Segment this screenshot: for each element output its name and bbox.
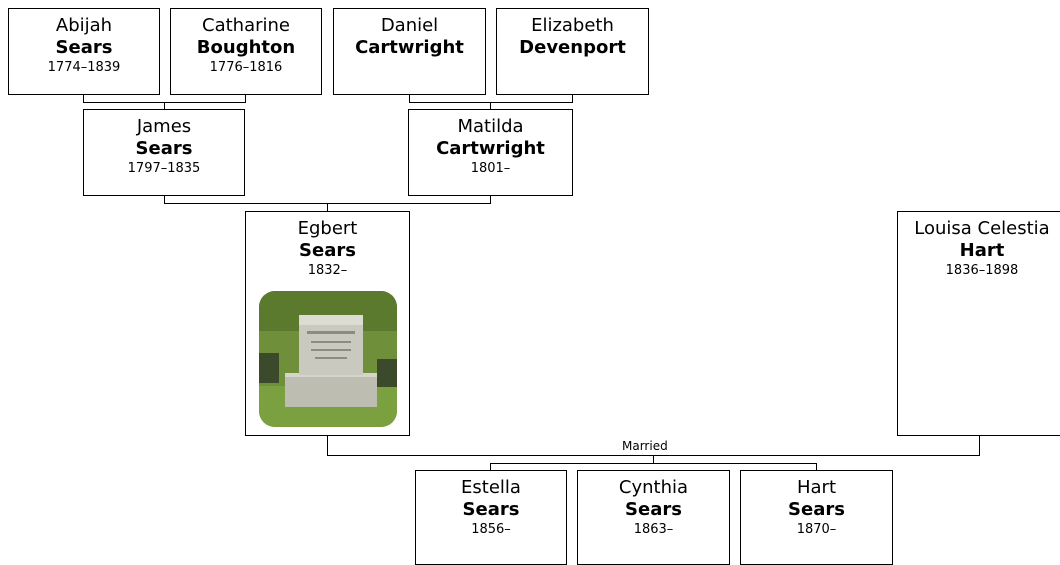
surname: Boughton [196, 37, 296, 58]
person-card-abijah[interactable]: Abijah Sears 1774–1839 [8, 8, 160, 95]
person-card-matilda[interactable]: Matilda Cartwright 1801– [408, 109, 573, 196]
given-name: James [136, 116, 192, 137]
life-dates: 1801– [470, 161, 511, 176]
given-name: Matilda [457, 116, 524, 137]
connector-line [653, 455, 654, 464]
life-dates: 1797–1835 [127, 161, 201, 176]
connector-line [490, 463, 817, 464]
surname: Sears [135, 138, 193, 159]
gravestone-photo[interactable] [259, 291, 397, 427]
surname: Sears [462, 499, 520, 520]
surname: Sears [625, 499, 682, 520]
connector-line [490, 463, 491, 471]
connector-line [327, 203, 328, 212]
life-dates: 1774–1839 [47, 60, 121, 75]
given-name: Egbert [297, 218, 358, 239]
connector-line [409, 102, 573, 103]
connector-line [490, 102, 491, 110]
marriage-label: Married [622, 439, 668, 453]
life-dates: 1776–1816 [209, 60, 283, 75]
surname: Devenport [519, 37, 626, 58]
surname: Sears [788, 499, 845, 520]
life-dates: 1863– [633, 522, 674, 537]
person-card-james[interactable]: James Sears 1797–1835 [83, 109, 245, 196]
person-card-catharine[interactable]: Catharine Boughton 1776–1816 [170, 8, 322, 95]
surname: Sears [299, 240, 356, 261]
connector-line [979, 435, 980, 455]
surname: Cartwright [355, 37, 464, 58]
given-name: Cynthia [618, 477, 689, 498]
life-dates: 1856– [471, 522, 511, 537]
given-name: Louisa Celestia [914, 218, 1050, 239]
gravestone-photo-image [259, 291, 397, 427]
person-card-hart[interactable]: Hart Sears 1870– [740, 470, 893, 565]
connector-line [816, 463, 817, 471]
connector-line [409, 94, 410, 102]
person-card-louisa[interactable]: Louisa Celestia Hart 1836–1898 [897, 211, 1060, 436]
connector-line [572, 94, 573, 102]
surname: Sears [55, 37, 113, 58]
life-dates: 1832– [307, 263, 348, 278]
person-card-cynthia[interactable]: Cynthia Sears 1863– [577, 470, 730, 565]
connector-line [327, 435, 328, 455]
connector-line [245, 94, 246, 102]
connector-line [490, 195, 491, 203]
surname: Hart [959, 240, 1005, 261]
given-name: Daniel [380, 15, 439, 36]
given-name: Abijah [55, 15, 113, 36]
connector-line [164, 102, 165, 110]
connector-line [83, 94, 84, 102]
given-name: Estella [461, 477, 521, 498]
given-name: Catharine [202, 15, 290, 36]
person-card-estella[interactable]: Estella Sears 1856– [415, 470, 567, 565]
given-name: Elizabeth [531, 15, 614, 36]
given-name: Hart [796, 477, 837, 498]
person-card-daniel[interactable]: Daniel Cartwright [333, 8, 486, 95]
person-card-elizabeth[interactable]: Elizabeth Devenport [496, 8, 649, 95]
connector-line [164, 195, 165, 203]
life-dates: 1870– [796, 522, 837, 537]
life-dates: 1836–1898 [945, 263, 1019, 278]
surname: Cartwright [436, 138, 545, 159]
person-card-egbert[interactable]: Egbert Sears 1832– [245, 211, 410, 436]
